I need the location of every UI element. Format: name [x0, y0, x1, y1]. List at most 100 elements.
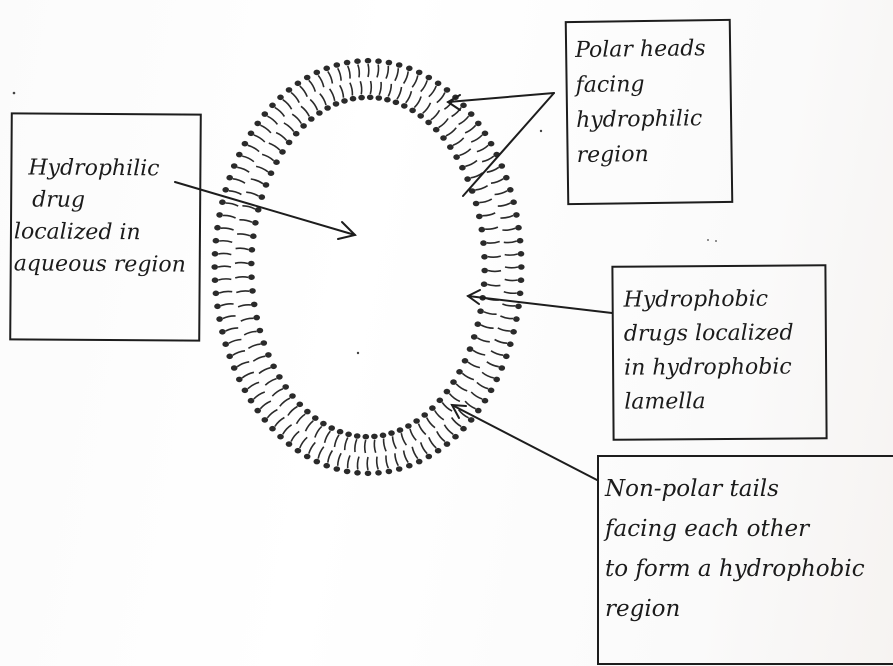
lipid-tail [345, 438, 348, 451]
polar-head-outer [212, 251, 219, 257]
polar-head-inner [282, 384, 289, 390]
polar-head-outer [219, 199, 226, 205]
lipid-tail [450, 394, 460, 402]
polar-head-outer [304, 454, 311, 460]
lipid-tail [233, 351, 245, 355]
polar-head-inner [371, 434, 378, 440]
lipid-tail [239, 220, 252, 222]
polar-head-inner [473, 201, 480, 207]
polar-head-outer [334, 466, 341, 472]
lipid-tail [395, 68, 398, 81]
lipid-tail [421, 80, 428, 91]
polar-head-outer [222, 187, 229, 193]
polar-head-outer [452, 434, 459, 440]
lipid-tail [477, 382, 488, 388]
lipid-tail [487, 242, 500, 244]
polar-head-outer [365, 470, 372, 476]
polar-head-inner [417, 113, 424, 119]
lipid-tail [367, 457, 368, 470]
polar-head-inner [477, 308, 484, 314]
lipid-tail [484, 312, 497, 314]
lipid-tail [505, 279, 518, 280]
lipid-tail [248, 145, 259, 151]
lipid-tail [223, 316, 236, 319]
lipid-tail [272, 389, 283, 396]
polar-head-outer [435, 448, 442, 454]
lipid-tail [439, 119, 449, 128]
nonpolar-tails-label: Non-polar tails facing each other to for… [597, 455, 893, 665]
polar-label-line: facing [575, 66, 729, 103]
polar-head-outer [323, 463, 330, 469]
polar-head-outer [460, 426, 467, 432]
polar-head-inner [261, 340, 268, 346]
hydrophobic-label-line: in hydrophobic [624, 350, 825, 385]
nonpolar-label-line: to form a hydrophobic [605, 549, 893, 589]
polar-head-outer [444, 441, 451, 447]
lipid-tail [238, 305, 251, 307]
lipid-tail [300, 437, 307, 448]
polar-head-outer [216, 316, 223, 322]
lipid-tail [377, 457, 379, 470]
polar-head-outer [507, 341, 514, 347]
polar-label-line: region [576, 136, 730, 173]
lipid-tail [471, 392, 482, 399]
lipid-tail [223, 215, 236, 218]
lipid-tail [427, 418, 435, 428]
lipid-tail [348, 455, 350, 468]
polar-head-outer [248, 130, 255, 136]
lipid-tail [229, 340, 242, 344]
polar-head-inner [300, 123, 307, 129]
lipid-tail [406, 91, 412, 103]
polar-head-inner [464, 176, 471, 182]
polar-head-outer [503, 175, 510, 181]
polar-head-inner [350, 96, 357, 102]
polar-head-inner [447, 144, 454, 150]
polar-head-inner [384, 97, 391, 103]
polar-head-outer [406, 463, 413, 469]
polar-head-inner [248, 261, 255, 267]
polar-head-outer [226, 175, 233, 181]
lipid-tail [481, 325, 494, 328]
polar-head-outer [416, 70, 423, 76]
polar-head-inner [248, 274, 255, 280]
polar-head-inner [249, 247, 256, 253]
lipid-tail [280, 398, 290, 406]
lipid-tail [301, 106, 309, 116]
polar-head-inner [409, 108, 416, 114]
polar-head-outer [468, 417, 475, 423]
polar-head-outer [295, 448, 302, 454]
lipid-tail [306, 421, 314, 432]
lipid-tail [310, 100, 317, 111]
lipid-tail [437, 93, 445, 103]
polar-head-outer [214, 303, 221, 309]
polar-head-inner [308, 116, 315, 122]
polar-head-outer [468, 111, 475, 117]
polar-head-outer [499, 163, 506, 169]
lipid-tail [292, 114, 301, 123]
polar-head-inner [476, 214, 483, 220]
lipid-tail [284, 123, 294, 132]
polar-head-inner [354, 433, 361, 439]
polar-head-inner [429, 405, 436, 411]
polar-head-outer [513, 316, 520, 322]
lipid-tail [460, 149, 471, 156]
lipid-tail [462, 373, 474, 379]
lipid-tail [218, 253, 231, 254]
nonpolar-label-line: region [605, 589, 893, 629]
lipid-tail [350, 83, 353, 96]
lipid-tail [219, 291, 232, 293]
lipid-tail [265, 379, 276, 386]
polar-head-inner [425, 120, 432, 126]
lipid-tail [502, 304, 515, 306]
lipid-tail [379, 82, 381, 95]
lipid-tail [465, 125, 476, 133]
polar-head-outer [354, 58, 361, 64]
polar-head-inner [479, 227, 486, 233]
polar-head-inner [450, 379, 457, 385]
lipid-tail [325, 431, 331, 443]
polar-head-outer [354, 470, 361, 476]
lipid-tail [338, 453, 341, 466]
arrow-hydrophobic-lamella [468, 296, 612, 313]
nonpolar-label-line: facing each other [605, 509, 893, 549]
hydrophobic-label-line: lamella [624, 384, 825, 419]
